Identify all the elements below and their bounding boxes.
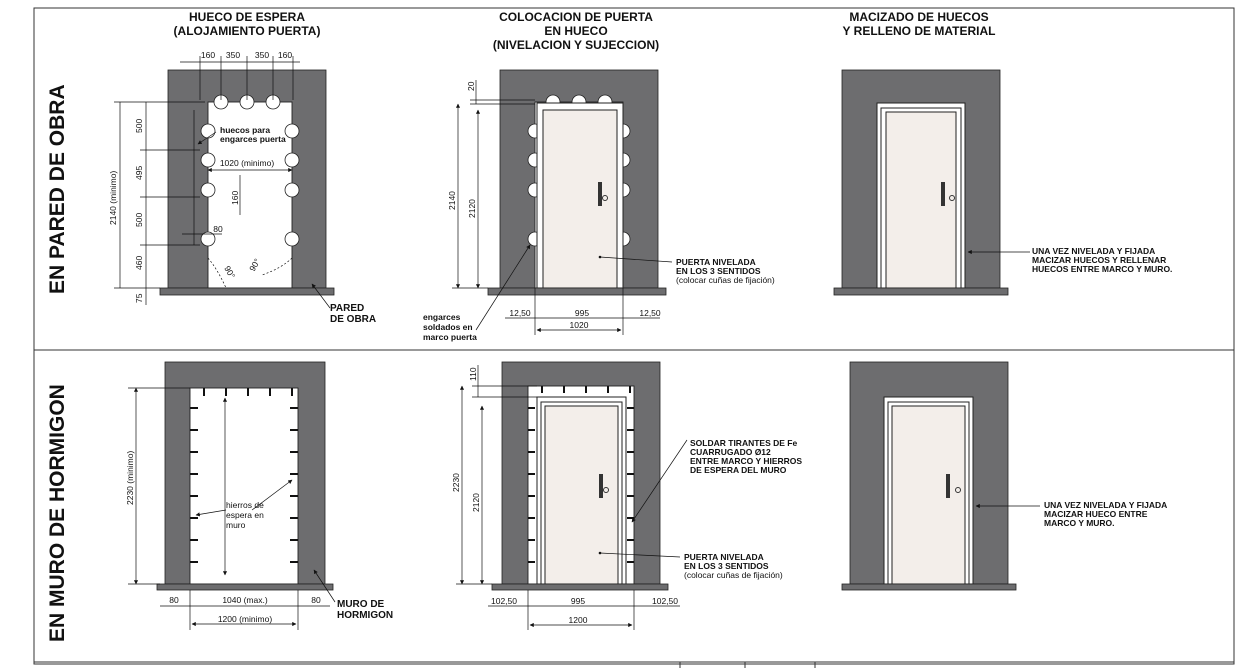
door-leaf bbox=[544, 405, 619, 585]
wall-opening bbox=[189, 387, 299, 585]
svg-text:2230: 2230 bbox=[451, 473, 461, 492]
door-handle-icon bbox=[941, 182, 955, 206]
column-title-2: COLOCACION DE PUERTA EN HUECO (NIVELACIO… bbox=[493, 10, 659, 52]
door-handle-icon bbox=[598, 182, 608, 206]
wall-niches bbox=[200, 94, 300, 247]
svg-text:MACIZAR HUECOS Y RELLENAR: MACIZAR HUECOS Y RELLENAR bbox=[1032, 255, 1166, 265]
svg-text:350: 350 bbox=[226, 50, 240, 60]
bottom-left-hueco-hormigon: 2230 (minimo) hierros de espera en muro … bbox=[125, 361, 393, 630]
svg-text:ENTRE MARCO Y HIERROS: ENTRE MARCO Y HIERROS bbox=[690, 456, 802, 466]
svg-text:1200 (minimo): 1200 (minimo) bbox=[218, 614, 272, 624]
svg-text:20: 20 bbox=[466, 81, 476, 91]
svg-text:102,50: 102,50 bbox=[652, 596, 678, 606]
svg-text:MACIZADO DE HUECOS: MACIZADO DE HUECOS bbox=[849, 10, 988, 24]
door-handle-icon bbox=[946, 474, 961, 498]
svg-text:2120: 2120 bbox=[471, 493, 481, 512]
svg-text:EN HUECO: EN HUECO bbox=[544, 24, 607, 38]
svg-text:102,50: 102,50 bbox=[491, 596, 517, 606]
svg-text:995: 995 bbox=[575, 308, 589, 318]
label-muro-de-hormigon: MURO DE bbox=[337, 599, 385, 610]
svg-text:160: 160 bbox=[230, 191, 240, 205]
svg-text:EN LOS 3 SENTIDOS: EN LOS 3 SENTIDOS bbox=[676, 266, 761, 276]
svg-text:espera en: espera en bbox=[226, 510, 264, 520]
bottom-middle-colocacion-hormigon: 110 2230 2120 102,50 995 102,50 1200 SOL… bbox=[451, 361, 802, 630]
svg-text:1040 (max.): 1040 (max.) bbox=[222, 595, 268, 605]
svg-text:495: 495 bbox=[134, 166, 144, 180]
svg-text:(NIVELACION Y SUJECCION): (NIVELACION Y SUJECCION) bbox=[493, 38, 659, 52]
svg-text:460: 460 bbox=[134, 256, 144, 270]
svg-text:80: 80 bbox=[311, 595, 321, 605]
svg-text:DE ESPERA DEL MURO: DE ESPERA DEL MURO bbox=[690, 465, 787, 475]
svg-text:2230 (minimo): 2230 (minimo) bbox=[125, 451, 135, 505]
note-engarces: engarces bbox=[423, 312, 461, 322]
svg-text:COLOCACION DE PUERTA: COLOCACION DE PUERTA bbox=[499, 10, 653, 24]
svg-text:MACIZAR HUECO ENTRE: MACIZAR HUECO ENTRE bbox=[1044, 509, 1148, 519]
svg-text:2140 (minimo): 2140 (minimo) bbox=[108, 171, 118, 225]
svg-text:(ALOJAMIENTO PUERTA): (ALOJAMIENTO PUERTA) bbox=[174, 24, 321, 38]
door-leaf bbox=[885, 111, 957, 289]
column-title-3: MACIZADO DE HUECOS Y RELLENO DE MATERIAL bbox=[843, 10, 996, 38]
svg-text:160: 160 bbox=[278, 50, 292, 60]
svg-text:(colocar cuñas de fijación): (colocar cuñas de fijación) bbox=[676, 275, 775, 285]
svg-text:1020 (minimo): 1020 (minimo) bbox=[220, 158, 274, 168]
bottom-right-macizado-hormigon: UNA VEZ NIVELADA Y FIJADA MACIZAR HUECO … bbox=[841, 361, 1167, 591]
door-leaf bbox=[891, 405, 966, 585]
svg-text:80: 80 bbox=[213, 224, 223, 234]
svg-text:muro: muro bbox=[226, 520, 246, 530]
top-left-hueco-de-espera: 160 350 350 160 500 495 500 460 75 2140 … bbox=[108, 50, 376, 325]
svg-text:80: 80 bbox=[169, 595, 179, 605]
door-leaf bbox=[542, 109, 618, 289]
note-soldar-tirantes: SOLDAR TIRANTES DE Fe bbox=[690, 438, 797, 448]
svg-text:12,50: 12,50 bbox=[639, 308, 661, 318]
svg-text:500: 500 bbox=[134, 213, 144, 227]
svg-text:soldados en: soldados en bbox=[423, 322, 473, 332]
svg-text:marco puerta: marco puerta bbox=[423, 332, 477, 342]
note-macizar-huecos: UNA VEZ NIVELADA Y FIJADA bbox=[1032, 246, 1155, 256]
svg-text:500: 500 bbox=[134, 119, 144, 133]
svg-text:75: 75 bbox=[134, 293, 144, 303]
door-handle-icon bbox=[599, 474, 609, 498]
row-title-pared-de-obra: EN PARED DE OBRA bbox=[46, 84, 69, 294]
svg-text:(colocar cuñas de fijación): (colocar cuñas de fijación) bbox=[684, 570, 783, 580]
rebar-stubs bbox=[190, 388, 298, 563]
sheet-frame bbox=[33, 7, 1235, 668]
note-hierros-espera: hierros de bbox=[226, 500, 264, 510]
top-right-macizado: UNA VEZ NIVELADA Y FIJADA MACIZAR HUECOS… bbox=[833, 69, 1172, 296]
svg-text:HUECO DE ESPERA: HUECO DE ESPERA bbox=[189, 10, 305, 24]
row-title-muro-de-hormigon: EN MURO DE HORMIGON bbox=[46, 384, 69, 642]
svg-text:HORMIGON: HORMIGON bbox=[337, 610, 393, 621]
top-middle-colocacion-puerta: 20 2140 2120 12,50 995 12,50 1020 engarc… bbox=[423, 69, 775, 342]
note-huecos-engarces: huecos para bbox=[220, 125, 270, 135]
svg-text:CUARRUGADO Ø12: CUARRUGADO Ø12 bbox=[690, 447, 771, 457]
svg-text:2120: 2120 bbox=[467, 199, 477, 218]
svg-text:EN LOS 3 SENTIDOS: EN LOS 3 SENTIDOS bbox=[684, 561, 769, 571]
svg-text:engarces puerta: engarces puerta bbox=[220, 134, 286, 144]
note-macizar-hueco: UNA VEZ NIVELADA Y FIJADA bbox=[1044, 500, 1167, 510]
svg-text:350: 350 bbox=[255, 50, 269, 60]
svg-text:HUECOS ENTRE MARCO Y MURO.: HUECOS ENTRE MARCO Y MURO. bbox=[1032, 264, 1172, 274]
svg-text:2140: 2140 bbox=[447, 191, 457, 210]
label-pared-de-obra: PARED bbox=[330, 303, 364, 314]
floor-slab bbox=[159, 287, 335, 296]
svg-text:12,50: 12,50 bbox=[509, 308, 531, 318]
svg-text:1200: 1200 bbox=[569, 615, 588, 625]
column-title-1: HUECO DE ESPERA (ALOJAMIENTO PUERTA) bbox=[174, 10, 321, 38]
note-puerta-nivelada: PUERTA NIVELADA bbox=[684, 552, 764, 562]
note-puerta-nivelada: PUERTA NIVELADA bbox=[676, 257, 756, 267]
svg-text:160: 160 bbox=[201, 50, 215, 60]
svg-text:110: 110 bbox=[468, 367, 478, 381]
svg-text:Y RELLENO DE MATERIAL: Y RELLENO DE MATERIAL bbox=[843, 24, 996, 38]
svg-text:1020: 1020 bbox=[570, 320, 589, 330]
svg-text:DE OBRA: DE OBRA bbox=[330, 314, 376, 325]
svg-text:MARCO Y MURO.: MARCO Y MURO. bbox=[1044, 518, 1115, 528]
svg-text:995: 995 bbox=[571, 596, 585, 606]
